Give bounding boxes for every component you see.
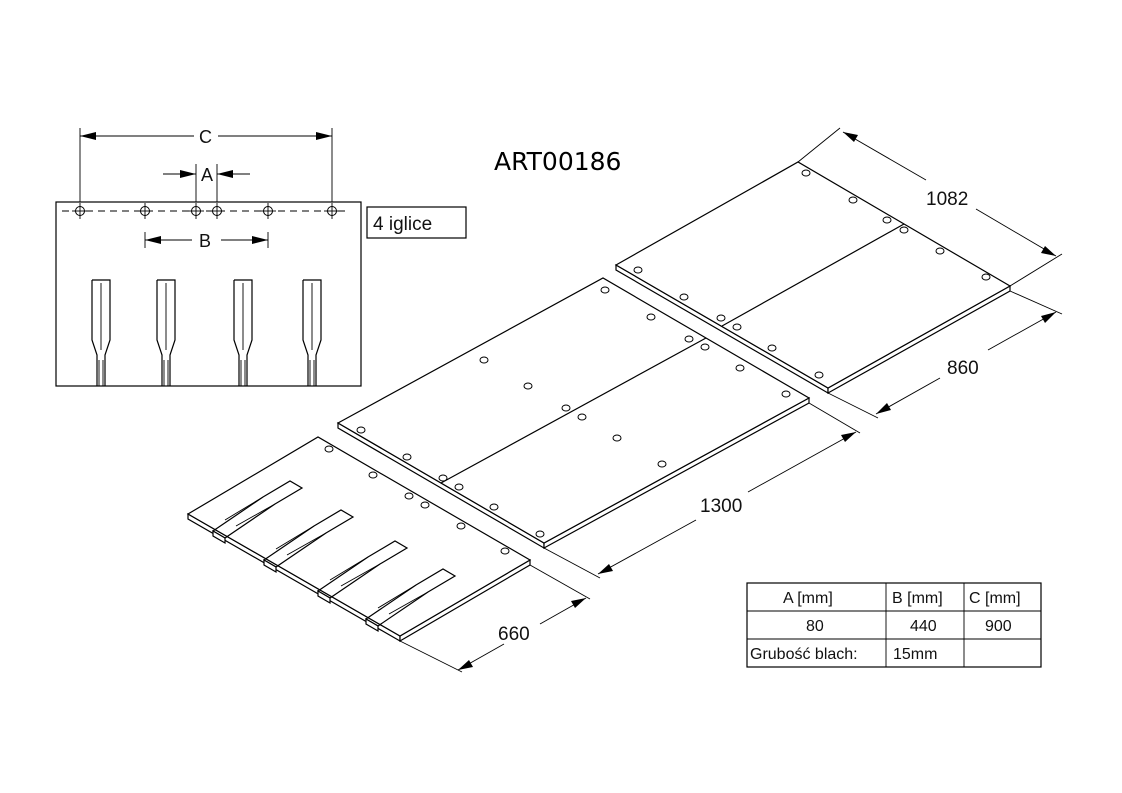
needles-count-label: 4 iglice <box>366 206 467 239</box>
lower-plate-needle-slots <box>211 480 457 633</box>
table-header-b: B [mm] <box>892 590 943 607</box>
front-view-frame <box>55 201 362 387</box>
dimension-lower-width: 660 <box>399 564 591 673</box>
table-header-c: C [mm] <box>969 590 1021 607</box>
table-value-c: 900 <box>985 618 1012 635</box>
front-view-holes <box>72 203 340 219</box>
dimension-a: A <box>163 164 250 202</box>
needle-slot-3 <box>316 540 409 605</box>
table-thickness-label: Grubość blach: <box>750 646 858 663</box>
front-view: C A B <box>55 127 362 387</box>
needle-slot-2 <box>262 509 355 574</box>
table-frame <box>746 582 1042 668</box>
dimension-lower-width-label: 660 <box>498 624 530 645</box>
needle-profiles <box>91 279 322 386</box>
dimension-c: C <box>79 127 333 202</box>
lower-plate-holes <box>324 445 510 555</box>
middle-plate-seam <box>440 337 707 484</box>
dimension-middle-length: 1300 <box>543 402 861 579</box>
needle-1 <box>91 279 111 386</box>
needle-4 <box>302 279 322 386</box>
needle-slot-1 <box>211 480 304 545</box>
upper-plate-seam <box>721 223 905 327</box>
lower-plate <box>186 436 532 643</box>
upper-plate <box>614 161 1012 395</box>
table-value-a: 80 <box>806 618 824 635</box>
middle-plate <box>336 277 811 550</box>
needle-slot-4 <box>364 568 457 633</box>
middle-plate-holes <box>356 286 791 538</box>
needle-2 <box>156 279 176 386</box>
dimension-upper-width: 1082 <box>797 127 1063 287</box>
needle-3 <box>233 279 253 386</box>
needles-count-text: 4 iglice <box>373 214 432 235</box>
dimension-a-label: A <box>201 165 213 185</box>
dimension-upper-depth-label: 860 <box>947 358 979 379</box>
dimension-middle-length-label: 1300 <box>700 496 742 517</box>
dimension-upper-depth: 860 <box>827 290 1063 419</box>
table-header-a: A [mm] <box>783 590 833 607</box>
upper-plate-holes <box>633 169 991 379</box>
dimension-upper-width-label: 1082 <box>926 189 968 210</box>
dimension-c-label: C <box>199 127 212 147</box>
table-thickness-value: 15mm <box>893 646 937 663</box>
dimension-b-label: B <box>199 231 211 251</box>
drawing-title: ART00186 <box>494 147 621 176</box>
table-value-b: 440 <box>910 618 937 635</box>
dimension-b: B <box>144 231 269 251</box>
dimension-table: A [mm] B [mm] C [mm] 80 440 900 Grubość … <box>746 582 1042 668</box>
